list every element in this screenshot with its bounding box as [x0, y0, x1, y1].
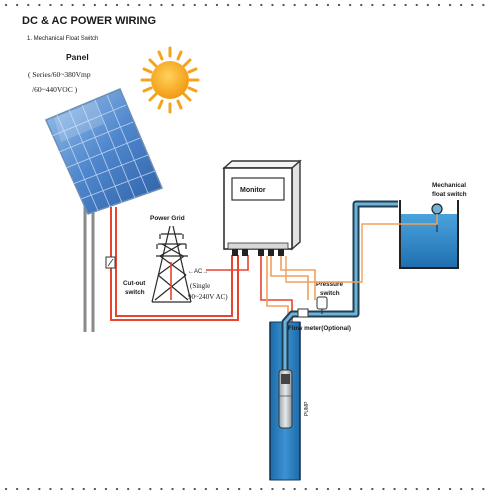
ac-wiring [206, 255, 249, 271]
pressure-switch [316, 296, 328, 314]
cutout-switch-label-line2: switch [125, 289, 145, 296]
dc-wiring [110, 207, 239, 321]
flow-meter-label: Flow meter(Optional) [288, 325, 351, 332]
grid-spec-line1: (Single [190, 282, 210, 290]
float-switch-label-line2: float switch [432, 191, 467, 198]
pump [278, 369, 293, 429]
solar-panel [45, 88, 164, 215]
discharge-pipe [281, 200, 398, 370]
panel-stand [83, 200, 95, 332]
controller-box [222, 159, 302, 256]
float-switch-cable [285, 214, 438, 283]
power-grid-label: Power Grid [150, 215, 185, 222]
cutout-switch [105, 256, 116, 269]
sun-icon [140, 46, 200, 114]
diagram-subtitle: 1. Mechanical Float Switch [27, 36, 98, 42]
grid-spec-line2: 90~240V AC) [188, 293, 228, 301]
panel-spec-line2: /60~440VOC ) [32, 85, 78, 94]
flow-meter [297, 308, 309, 318]
cutout-switch-label-line1: Cut-out [123, 280, 146, 287]
monitor-label: Monitor [240, 187, 266, 194]
pressure-switch-label-line2: switch [320, 290, 340, 297]
power-tower-icon [151, 225, 192, 303]
water-tank [399, 200, 459, 269]
pump-label: PUMP [304, 401, 310, 416]
ac-label: ←AC→ [188, 269, 208, 275]
panel-label: Panel [66, 52, 89, 62]
pressure-switch-label-line1: Pressure [316, 281, 343, 288]
float-switch-label-line1: Mechanical [432, 182, 466, 189]
diagram-title: DC & AC POWER WIRING [22, 15, 156, 27]
panel-spec-line1: ( Series/60~380Vmp [28, 70, 91, 79]
